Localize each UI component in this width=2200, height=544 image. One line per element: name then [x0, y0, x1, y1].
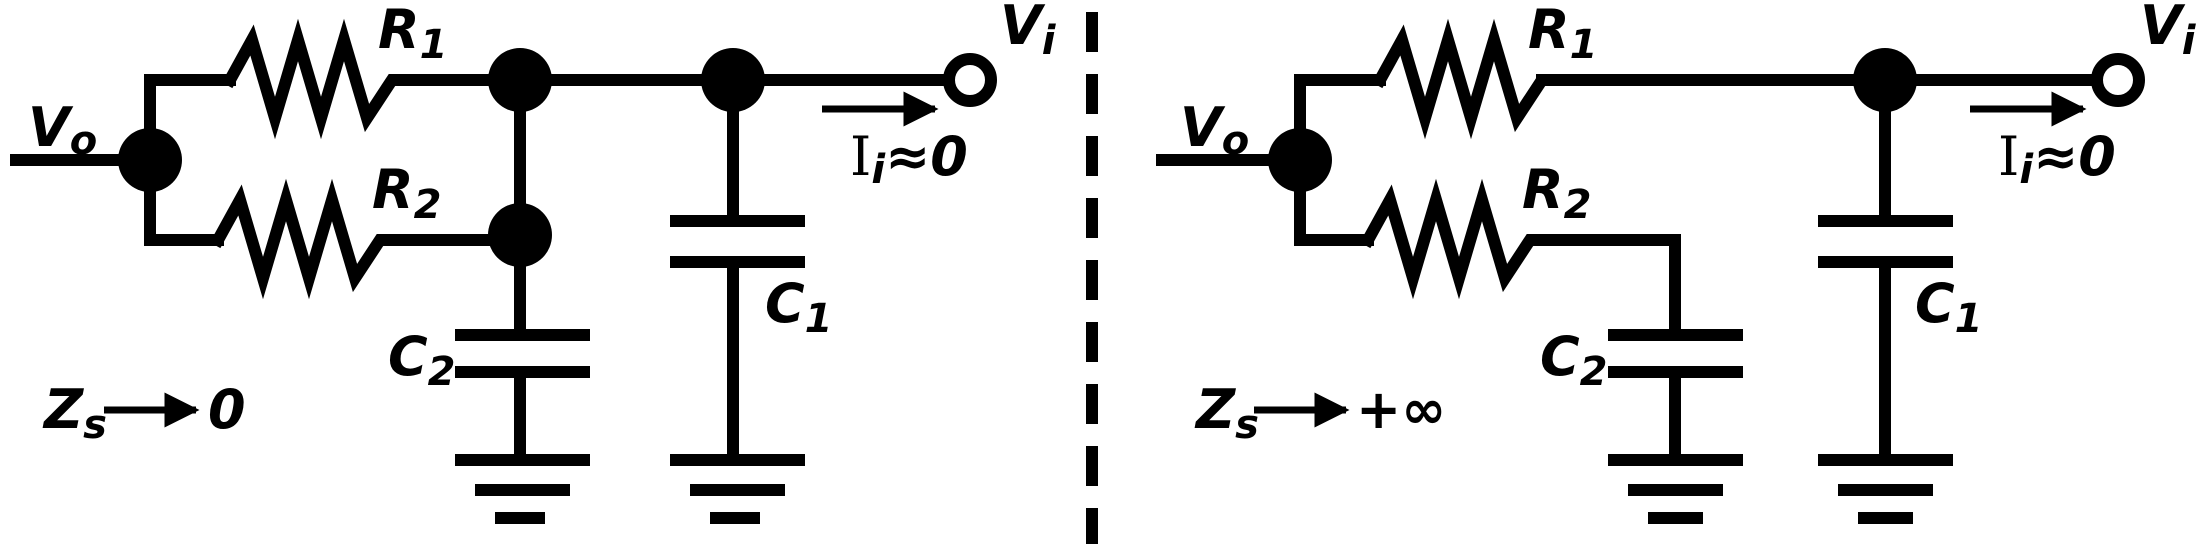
left-output-label: Vi	[1000, 0, 1057, 64]
left-r1-label: R1	[378, 0, 447, 68]
right-r2-label: R2	[1522, 158, 1591, 228]
right-output-label: Vi	[2140, 0, 2197, 64]
right-source-label: Vo	[1180, 96, 1249, 164]
right-circuit: Vo Vi R1 R2 C1 C2 Ii≈0 Zs +∞	[1156, 0, 2197, 524]
left-impedance-label: Zs	[42, 378, 107, 448]
left-r1-resistor	[221, 18, 526, 140]
right-current-label: Ii≈0	[1998, 125, 2116, 193]
right-impedance-label: Zs	[1194, 378, 1259, 448]
left-output-terminal	[943, 53, 997, 107]
left-node-r1	[488, 48, 552, 112]
right-output-terminal	[2091, 53, 2145, 107]
right-impedance-limit: +∞	[1356, 378, 1446, 441]
right-c2-ground-icon	[1608, 454, 1743, 524]
left-current-label: Ii≈0	[850, 125, 968, 193]
right-input-junction	[1268, 128, 1332, 192]
left-source-label: Vo	[28, 96, 97, 164]
right-c1-label: C1	[1915, 272, 1982, 342]
left-input-junction	[118, 128, 182, 192]
left-circuit: Vo Vi R1 R2 C1 C2 Ii≈0 Zs 0	[10, 0, 1057, 524]
right-r2-resistor	[1359, 178, 1681, 300]
left-c1-ground-icon	[670, 454, 805, 524]
left-c2-ground-icon	[455, 454, 590, 524]
right-c2-label: C2	[1540, 325, 1607, 395]
right-c1-ground-icon	[1818, 454, 1953, 524]
left-r2-label: R2	[372, 158, 441, 228]
left-r2-resistor	[209, 178, 526, 300]
right-r1-label: R1	[1528, 0, 1597, 68]
left-impedance-limit: 0	[208, 378, 246, 441]
right-r1-resistor	[1371, 18, 1891, 140]
left-c1-label: C1	[765, 272, 832, 342]
left-c2-label: C2	[388, 325, 455, 395]
